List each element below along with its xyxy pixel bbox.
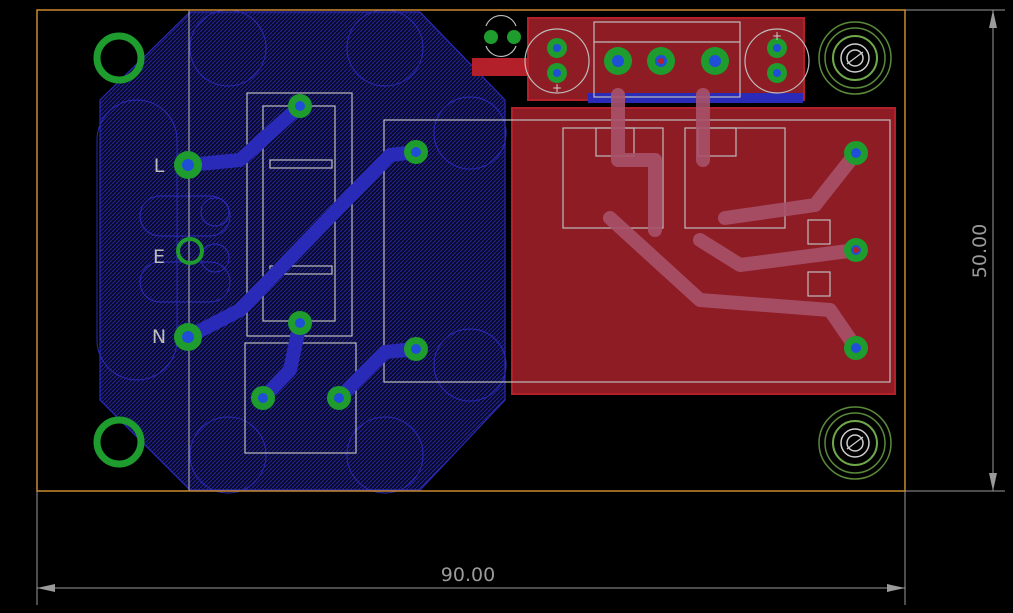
net-label-line: L [154, 155, 165, 177]
net-label-neutral: N [152, 326, 166, 348]
mounting-hole [93, 32, 145, 84]
dimension-height-label: 50.00 [969, 224, 991, 278]
capacitor-plus-mark: + [772, 29, 782, 43]
net-label-earth: E [153, 246, 165, 268]
mounting-holes-right [818, 21, 892, 480]
mounting-hole [93, 416, 145, 468]
top-copper-pour [472, 17, 896, 395]
mounting-holes-left [93, 32, 145, 468]
screw-hole [818, 406, 892, 480]
dimension-width [36, 491, 906, 605]
terminal-block-outline [593, 21, 741, 98]
capacitor-plus-mark: + [552, 81, 562, 95]
dimension-width-label: 90.00 [441, 564, 495, 586]
top-copper-traces [603, 88, 863, 355]
transformer-outline [383, 119, 891, 383]
screw-hole [818, 21, 892, 95]
board-outline [36, 9, 906, 492]
through-hole-pads [174, 30, 868, 410]
dimension-height [905, 9, 1005, 492]
earth-pad [176, 237, 204, 265]
